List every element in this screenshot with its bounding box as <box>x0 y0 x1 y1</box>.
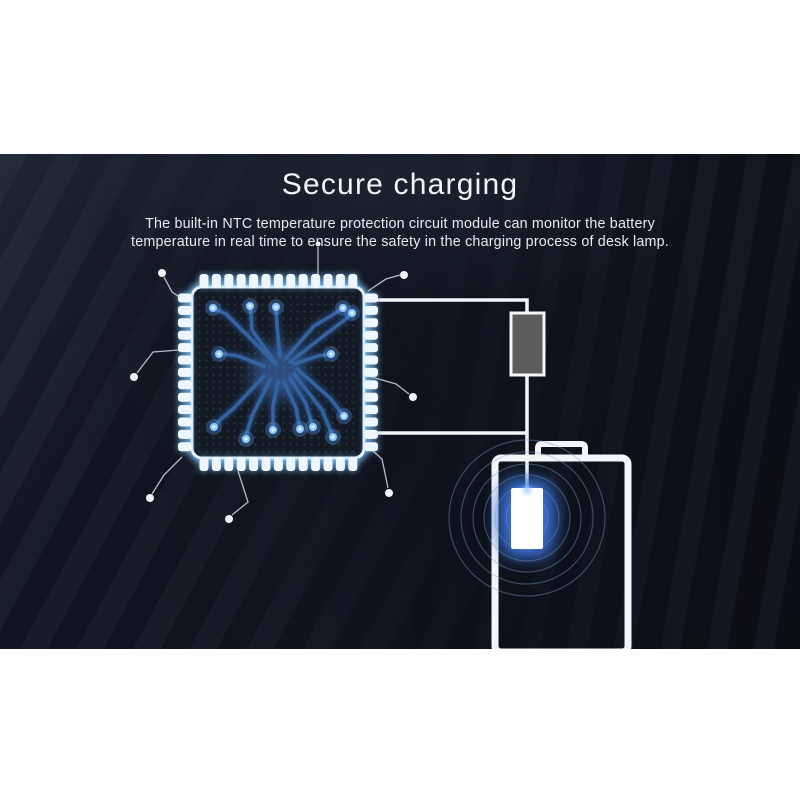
charging-module-icon <box>504 481 550 556</box>
chip-icon <box>178 274 378 471</box>
description: The built-in NTC temperature protection … <box>0 216 800 251</box>
description-line-1: The built-in NTC temperature protection … <box>145 216 655 232</box>
callout-lines <box>130 241 417 523</box>
circuit-diagram <box>123 217 632 649</box>
page-title: Secure charging <box>281 168 519 201</box>
description-line-2: temperature in real time to ensure the s… <box>131 233 669 250</box>
hero-banner: Secure charging The built-in NTC tempera… <box>0 154 800 649</box>
resistor-icon <box>509 311 546 377</box>
